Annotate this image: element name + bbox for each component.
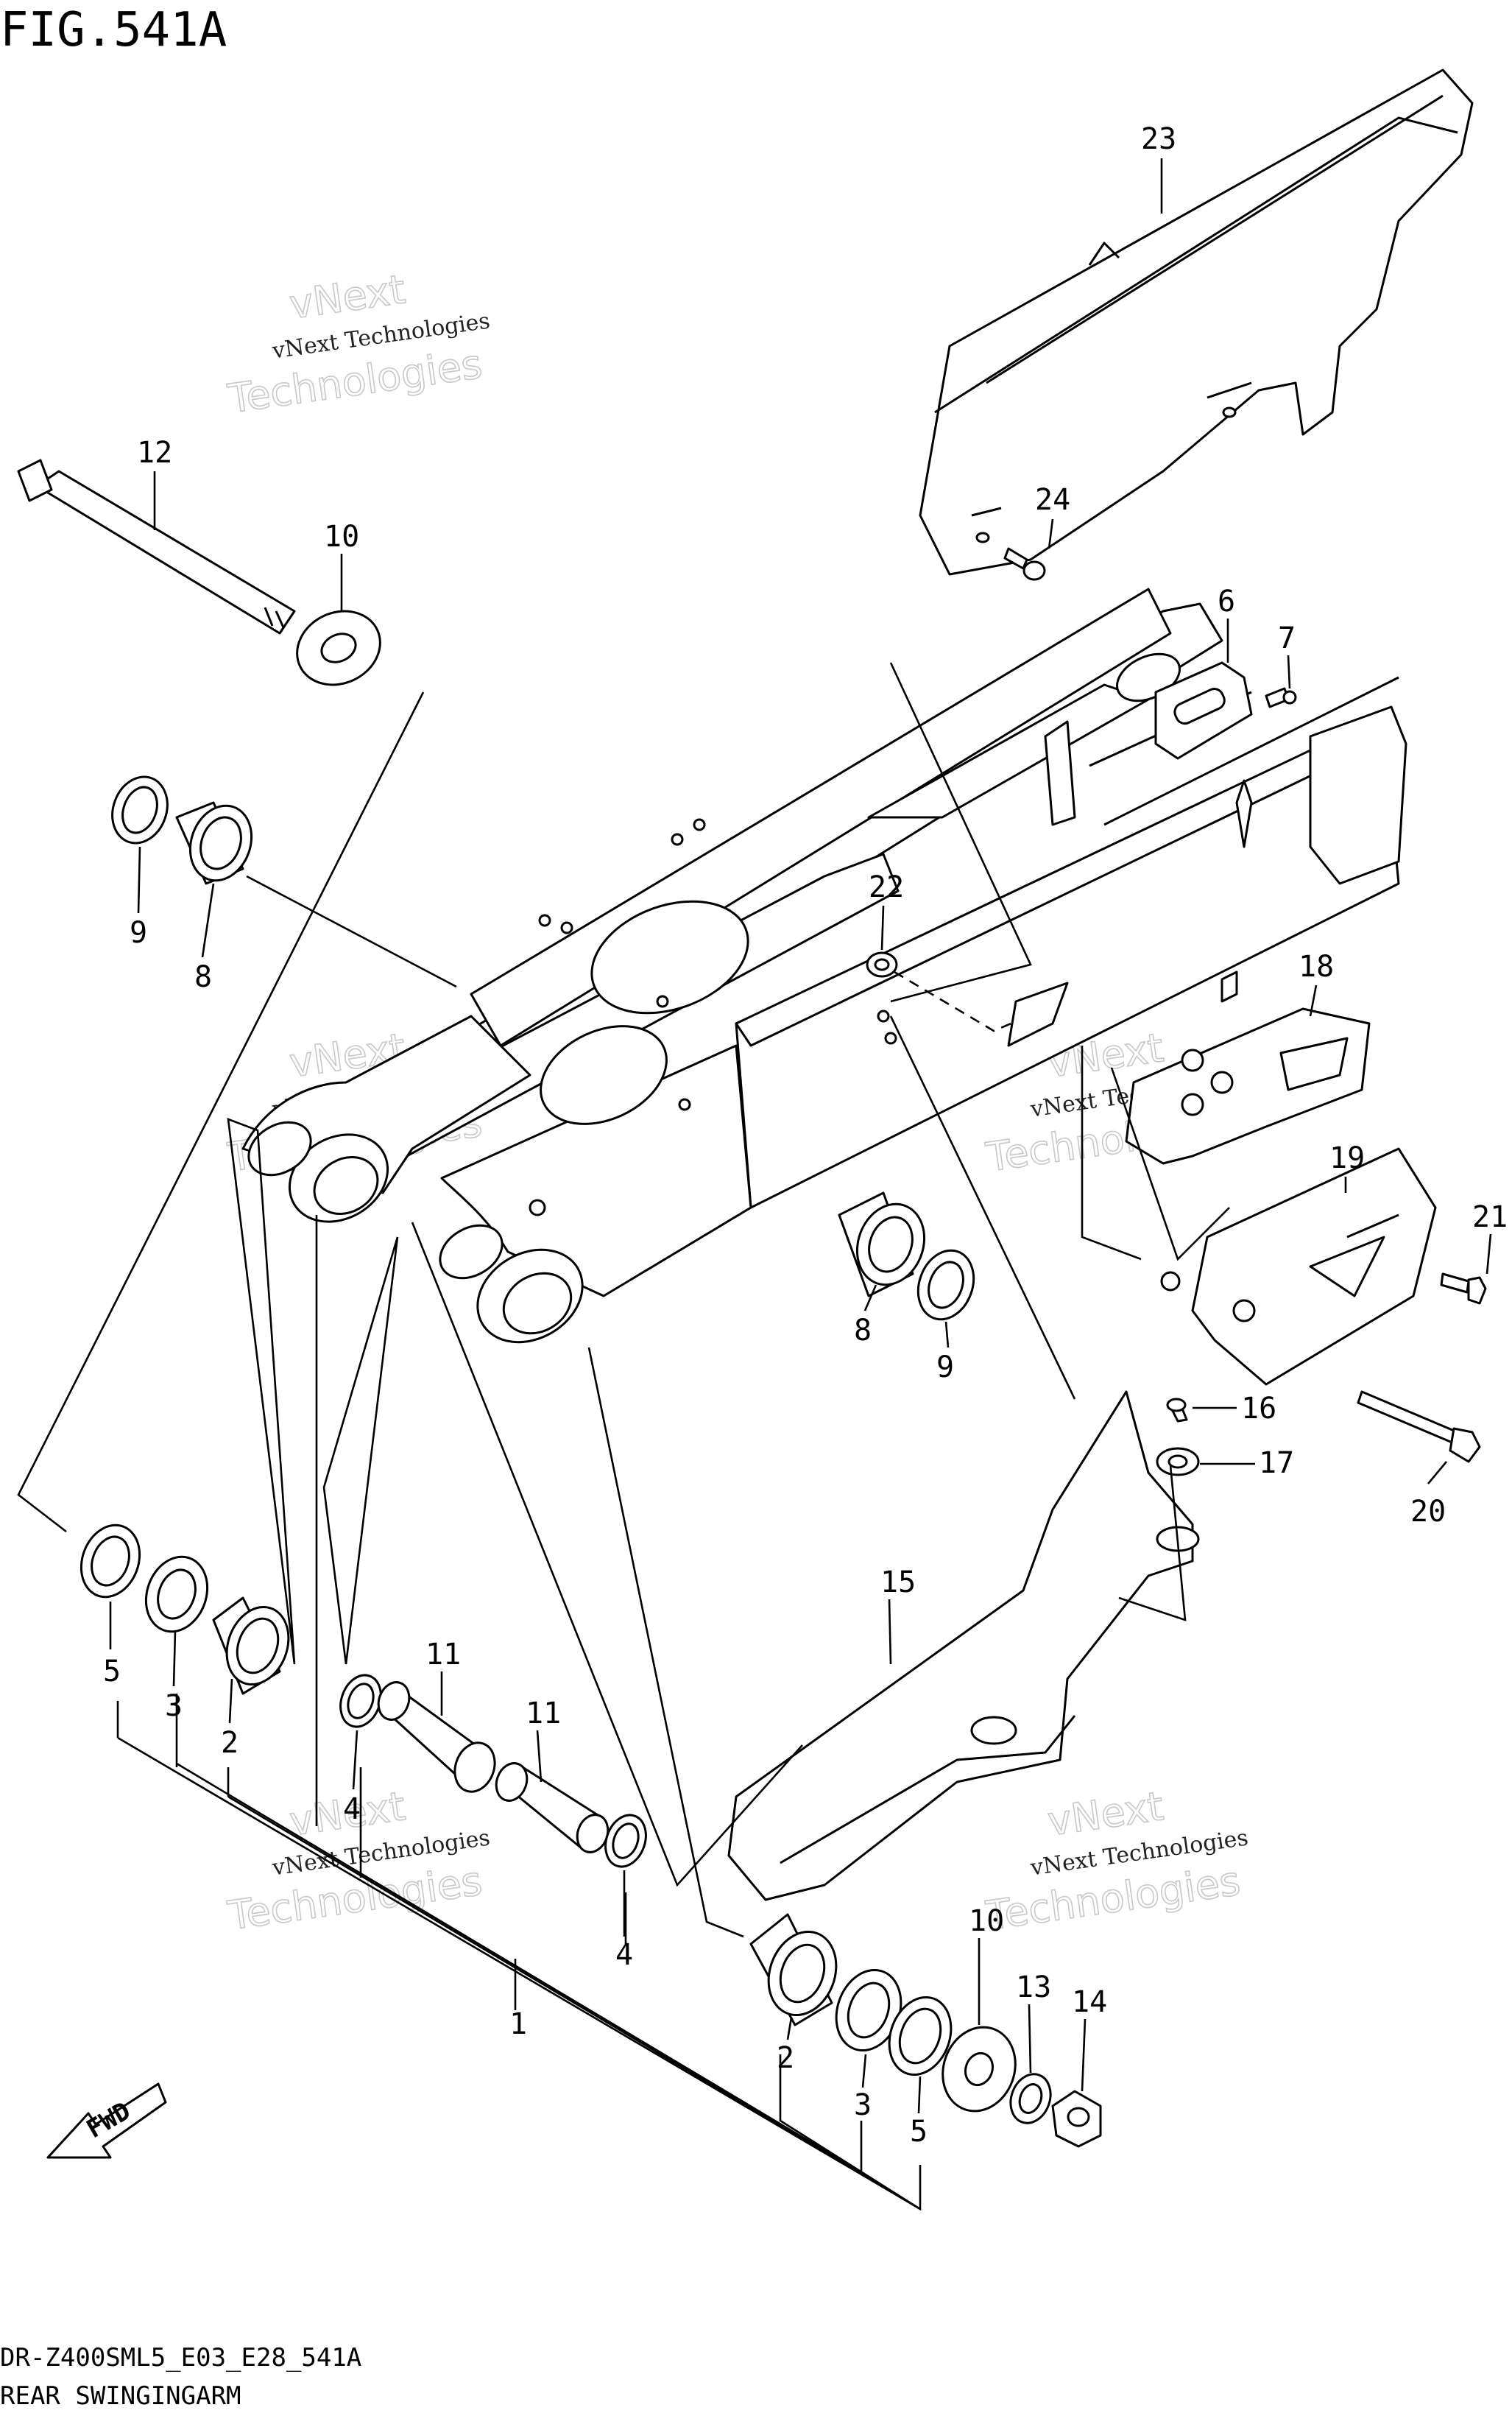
chain-adjuster-6: [1154, 661, 1253, 760]
callout-3: 3: [165, 1689, 183, 1723]
callout-12: 12: [137, 436, 172, 470]
leader-lines: [17, 662, 1230, 1938]
washer-17: [1156, 1447, 1200, 1476]
callout-15: 15: [880, 1565, 916, 1599]
callout-16: 16: [1241, 1392, 1276, 1426]
nut-14: [1051, 2090, 1102, 2148]
callout-4: 4: [615, 1938, 633, 1972]
callout-9: 9: [130, 916, 147, 950]
nut-22: [866, 951, 898, 978]
callout-23: 23: [1141, 122, 1176, 156]
fwd-arrow: FWD: [46, 2082, 167, 2159]
bearing-2-right: [749, 1913, 838, 2026]
callout-17: 17: [1259, 1446, 1294, 1480]
chain-case-23: [919, 68, 1474, 576]
bearing-2-left: [212, 1596, 290, 1695]
chain-guide-18: [1125, 1007, 1371, 1165]
watermark-vnext: vNext: [1045, 1783, 1166, 1845]
callout-4: 4: [343, 1792, 361, 1826]
figure-title: FIG.541A: [0, 3, 227, 57]
seal-9-left: [111, 775, 169, 845]
bolt-7: [1265, 687, 1297, 708]
callout-6: 6: [1218, 585, 1235, 619]
seal-5-left: [80, 1523, 141, 1599]
callout-14: 14: [1072, 1985, 1107, 2019]
watermark-technologies: Technologies: [983, 1858, 1243, 1940]
bearing-8-right: [838, 1191, 926, 1297]
figure-name: REAR SWINGINGARM: [0, 2381, 241, 2411]
seal-9-right: [916, 1249, 975, 1321]
figure-code: DR-Z400SML5_E03_E28_541A: [0, 2343, 361, 2373]
watermark-technologies: Technologies: [225, 341, 484, 423]
callouts: 1 2 2 3 3 4 4 5 5 6 7 8 8 9 9 10 10 11 1…: [103, 122, 1508, 2149]
callout-10: 10: [969, 1904, 1004, 1938]
callout-2: 2: [221, 1726, 239, 1760]
washer-13: [1009, 2073, 1052, 2124]
group-bracket: [116, 1694, 922, 2211]
swingarm-1: [241, 588, 1407, 1344]
callout-1: 1: [509, 2007, 527, 2041]
callout-5: 5: [103, 1655, 121, 1688]
callout-11: 11: [425, 1638, 461, 1672]
bolt-20: [1357, 1390, 1481, 1463]
screw-24: [1003, 547, 1046, 581]
callout-11: 11: [526, 1697, 561, 1730]
seal-3-right: [835, 1968, 902, 2052]
watermark: vNext Technologies vNext Technologies: [225, 265, 492, 423]
seal-3-left: [144, 1555, 209, 1633]
callout-leaders: [109, 158, 1492, 2114]
washer-4-right: [604, 1814, 647, 1868]
bearing-8-left: [175, 801, 253, 885]
washer-10-top: [296, 610, 381, 686]
callout-2: 2: [777, 2041, 794, 2075]
callout-10: 10: [324, 520, 359, 554]
callout-21: 21: [1472, 1200, 1508, 1234]
spacer-11-lower: [495, 1762, 610, 1853]
callout-5: 5: [910, 2115, 928, 2149]
callout-22: 22: [869, 870, 904, 904]
washer-10-bottom: [942, 2026, 1017, 2113]
screw-16: [1166, 1398, 1188, 1423]
callout-3: 3: [854, 2088, 872, 2122]
chain-buffer-15: [727, 1390, 1200, 1901]
spacer-11-upper: [377, 1681, 496, 1793]
chain-guide-19: [1160, 1147, 1437, 1386]
callout-18: 18: [1299, 950, 1334, 984]
bolt-21: [1440, 1272, 1487, 1305]
callout-24: 24: [1035, 483, 1070, 517]
callout-20: 20: [1410, 1495, 1446, 1529]
watermark-vnext: vNext: [286, 266, 408, 328]
callout-8: 8: [854, 1314, 872, 1348]
callout-9: 9: [936, 1350, 954, 1384]
pivot-bolt-12: [17, 459, 296, 635]
callout-7: 7: [1278, 621, 1296, 655]
callout-13: 13: [1016, 1970, 1051, 2004]
seal-5-right: [888, 1995, 953, 2076]
callout-19: 19: [1329, 1141, 1365, 1175]
callout-8: 8: [194, 960, 212, 994]
watermark: vNext Technologies vNext Technologies: [983, 1782, 1250, 1940]
